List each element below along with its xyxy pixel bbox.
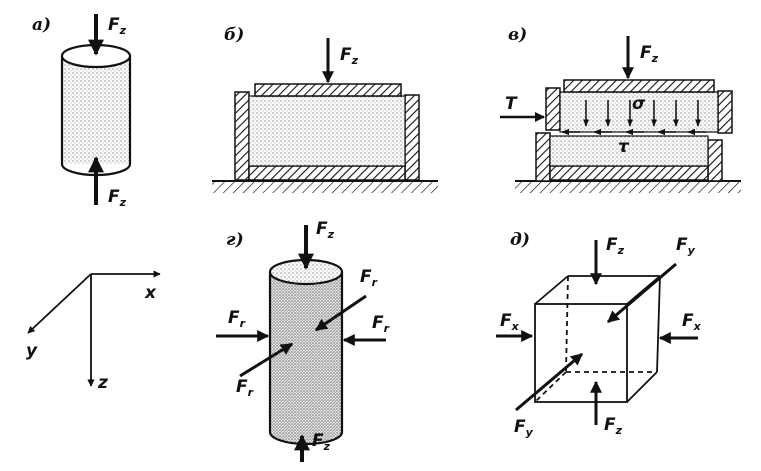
- lower-box-wall-right: [707, 139, 723, 182]
- force-y-arrow-back: [607, 262, 677, 324]
- shear-stress-label: τ: [618, 137, 630, 157]
- shear-force-label: T: [505, 94, 518, 114]
- force-y-arrow-front: [515, 352, 583, 412]
- force-y-label-front: Fy: [514, 417, 534, 439]
- panel-c-letter: в): [508, 25, 527, 45]
- lower-box-base: [549, 165, 709, 181]
- y-axis: [27, 273, 92, 334]
- radial-force-arrow-front: [239, 342, 294, 378]
- cube-right-edge-back: [656, 275, 661, 373]
- panel-d: г) Fz Fz Fr Fr Fr Fr: [216, 219, 390, 462]
- ground-hatching: [212, 181, 438, 193]
- x-axis-label: x: [144, 283, 157, 303]
- force-label-bottom: Fz: [108, 187, 127, 209]
- container-base-plate: [248, 165, 406, 181]
- radial-force-label-left: Fr: [228, 308, 246, 330]
- upper-box-wall-left: [545, 87, 561, 131]
- cube-top-edge-left: [534, 275, 569, 305]
- panel-e: д) Fz Fz Fx Fx Fy Fy: [496, 230, 702, 439]
- lower-box-wall-left: [535, 132, 551, 182]
- force-x-label-right: Fx: [682, 311, 702, 333]
- loading-plate: [254, 83, 402, 97]
- force-z-label-top: Fz: [606, 235, 625, 257]
- panel-b: б) Fz: [212, 25, 438, 193]
- radial-force-label-right: Fr: [372, 313, 390, 335]
- cube-hidden-edge-depth: [534, 371, 567, 403]
- force-label-top: Fz: [108, 15, 127, 37]
- panel-a-letter: а): [32, 15, 51, 35]
- cube-hidden-edge-vertical: [565, 275, 569, 373]
- force-label: Fz: [340, 45, 359, 67]
- cube-bottom-edge-right: [626, 371, 658, 403]
- coordinate-axes: x y z: [26, 270, 161, 393]
- upper-box-wall-right: [717, 90, 733, 134]
- container-wall-right: [404, 94, 420, 181]
- normal-stress-arrows: [583, 100, 701, 127]
- specimen-cylinder-bottom: [270, 420, 342, 444]
- specimen-cylinder-body: [62, 56, 130, 164]
- axial-force-label-bottom: Fz: [312, 431, 331, 453]
- force-y-label-back: Fy: [676, 235, 696, 257]
- y-axis-label: y: [26, 341, 38, 361]
- panel-a: а) Fz Fz: [32, 14, 132, 209]
- panel-b-letter: б): [224, 25, 244, 45]
- panel-e-letter: д): [510, 230, 530, 250]
- radial-force-arrow-back: [315, 294, 367, 332]
- force-z-label-bottom: Fz: [604, 415, 623, 437]
- force-label: Fz: [640, 43, 659, 65]
- lower-soil: [549, 135, 709, 167]
- panel-c: в) Fz T σ τ: [500, 25, 741, 193]
- panel-d-letter: г): [226, 230, 244, 250]
- loading-plate: [563, 79, 715, 93]
- container-wall-left: [234, 91, 250, 181]
- soil-sample: [248, 95, 406, 167]
- z-axis-label: z: [97, 373, 108, 393]
- cube-front-face: [534, 303, 628, 403]
- radial-force-label-back: Fr: [360, 267, 378, 289]
- axial-force-label-top: Fz: [316, 219, 335, 241]
- force-x-label-left: Fx: [500, 311, 520, 333]
- normal-stress-label: σ: [632, 94, 646, 114]
- ground-hatching: [515, 181, 741, 193]
- radial-force-label-front: Fr: [236, 377, 254, 399]
